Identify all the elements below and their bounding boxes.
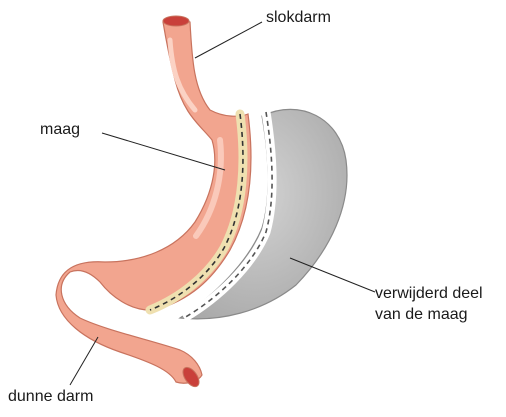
leader-line-stomach bbox=[102, 133, 225, 170]
leader-line-small-intestine bbox=[70, 337, 98, 385]
label-small-intestine: dunne darm bbox=[8, 387, 93, 407]
leader-line-oesophagus bbox=[195, 22, 262, 58]
label-oesophagus: slokdarm bbox=[266, 8, 331, 28]
oesophagus-and-sleeve-stomach bbox=[56, 19, 251, 383]
oesophagus-lumen bbox=[163, 16, 189, 26]
label-stomach: maag bbox=[40, 120, 80, 140]
label-removed-line1: verwijderd deel bbox=[375, 284, 483, 304]
label-removed-line2: van de maag bbox=[375, 305, 468, 325]
